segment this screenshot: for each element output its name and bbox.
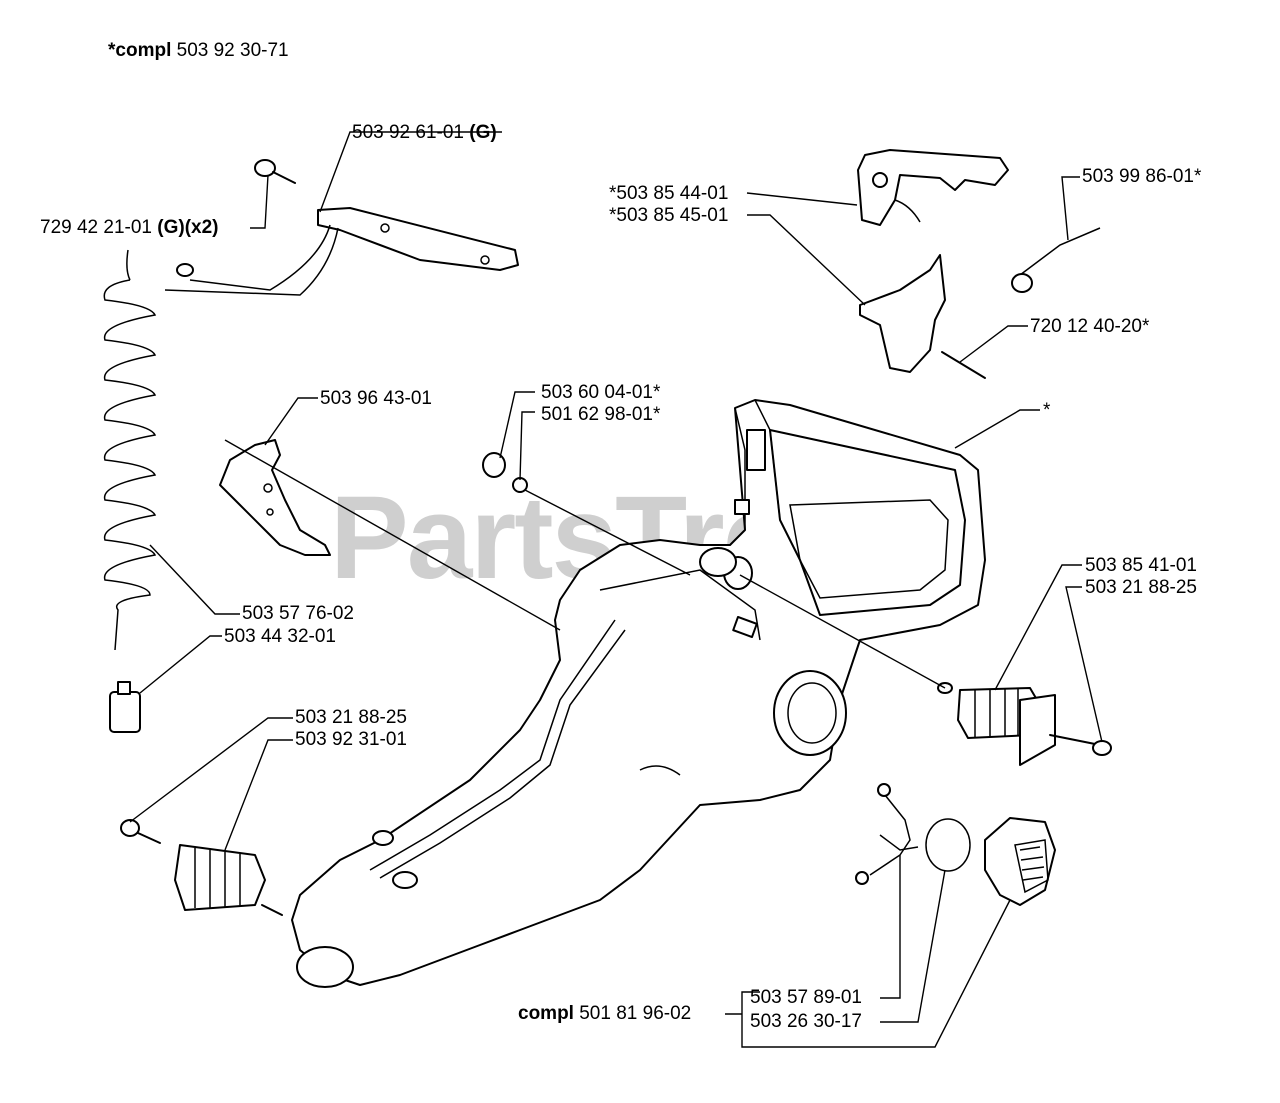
part-label-grommet: 503 60 04-01* <box>541 382 661 403</box>
header-assembly-label: *compl 503 92 30-71 <box>108 40 289 62</box>
part-label-trigger: *503 85 44-01 <box>609 183 729 204</box>
part-label-screw-left: 503 21 88-25 <box>295 707 407 728</box>
header-prefix: *compl <box>108 40 172 61</box>
part-tag: (G) <box>469 122 497 143</box>
fuel-cap-assembly <box>855 783 1056 906</box>
header-number: 503 92 30-71 <box>176 40 289 61</box>
grommet <box>482 452 528 493</box>
screw-top-left <box>254 159 296 184</box>
av-spring-left <box>120 819 283 916</box>
part-label-av-spring-left: 503 92 31-01 <box>295 729 407 750</box>
part-label-cap-lever: 503 57 89-01 <box>750 987 862 1008</box>
part-number: 729 42 21-01 <box>40 217 152 238</box>
pin <box>941 351 986 379</box>
part-label-fuel-hose: 503 57 76-02 <box>242 603 354 624</box>
part-label-cap-oring: 503 26 30-17 <box>750 1011 862 1032</box>
fuel-filter <box>109 681 141 733</box>
part-label-av-spring-right: 503 85 41-01 <box>1085 555 1197 576</box>
part-label-screw: 729 42 21-01 (G)(x2) <box>40 217 219 239</box>
compl-number: 501 81 96-02 <box>579 1003 692 1024</box>
leader-lines <box>129 131 1103 1048</box>
part-label-fuel-cap-compl: compl 501 81 96-02 <box>518 1003 691 1025</box>
heat-shield <box>164 207 519 296</box>
part-label-fuel-filter: 503 44 32-01 <box>224 626 336 647</box>
part-label-washer: 501 62 98-01* <box>541 404 661 425</box>
part-label-heat-shield: 503 92 61-01 (G) <box>352 122 497 144</box>
trigger-spring <box>1011 227 1101 293</box>
throttle-trigger <box>857 149 1009 226</box>
part-label-screw-right: 503 21 88-25 <box>1085 577 1197 598</box>
part-tag: (G)(x2) <box>157 217 219 238</box>
part-label-housing: * <box>1043 400 1051 421</box>
rear-handle-housing <box>291 399 986 988</box>
throttle-lockout <box>859 254 946 373</box>
chain-catcher <box>219 439 331 556</box>
compl-prefix: compl <box>518 1003 574 1024</box>
part-label-lockout: *503 85 45-01 <box>609 205 729 226</box>
part-label-pin: 720 12 40-20* <box>1030 316 1150 337</box>
part-label-spring: 503 99 86-01* <box>1082 166 1202 187</box>
part-label-chain-catcher: 503 96 43-01 <box>320 388 432 409</box>
part-number: 503 92 61-01 <box>352 122 464 143</box>
fuel-hose-spring <box>103 249 157 651</box>
av-spring-right <box>937 682 1112 766</box>
